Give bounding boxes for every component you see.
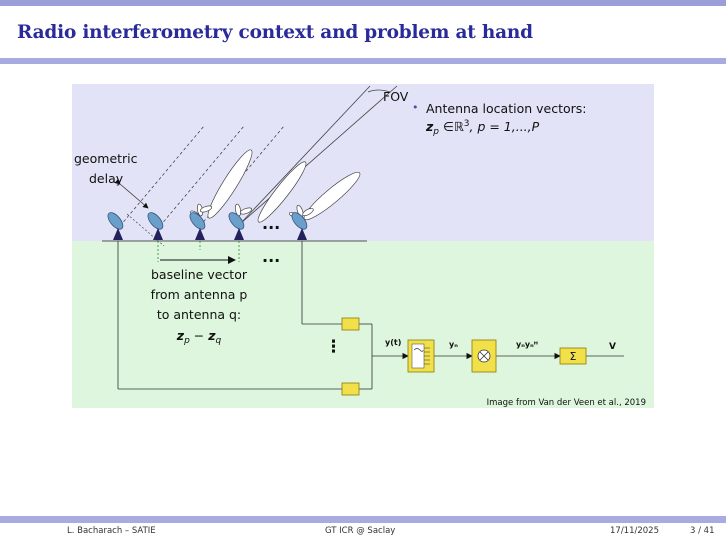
- wavefront-line: [126, 213, 165, 247]
- title-rule: [0, 58, 726, 64]
- baseline-minus: −: [190, 328, 208, 343]
- sky-region: [72, 84, 654, 241]
- baseline-zq-sub: q: [215, 336, 221, 346]
- signal-yn-label: yₙ: [449, 340, 458, 349]
- receiver-box-1: [341, 317, 360, 331]
- ellipsis-vertical: ⋮: [325, 337, 342, 357]
- integrator-box: Σ: [559, 347, 587, 365]
- baseline-zp-sub: p: [183, 336, 190, 346]
- geometric-delay-label-2: delay: [89, 171, 124, 186]
- footer-date: 17/11/2025: [610, 526, 659, 536]
- baseline-zq: z: [207, 328, 216, 343]
- footer-author: L. Bacharach – SATIE: [67, 526, 156, 536]
- bullet-marker: •: [412, 101, 419, 114]
- ellipsis-mid: ...: [262, 247, 280, 266]
- antenna-5: [291, 212, 308, 240]
- receiver-box-2: [341, 382, 360, 396]
- sum-symbol: Σ: [570, 350, 577, 363]
- antenna-1: [107, 212, 124, 240]
- bullet-in-reals: ∈ℝ: [439, 119, 464, 134]
- image-credit: Image from Van der Veen et al., 2019: [487, 398, 646, 408]
- baseline-drops: [157, 241, 240, 262]
- fov-label: FOV: [383, 89, 409, 104]
- baseline-zp: z: [176, 328, 185, 343]
- signal-wires: [117, 241, 624, 390]
- fov-lines: [239, 85, 398, 225]
- bullet-z-symbol: z: [425, 119, 434, 134]
- footer-page-number: 3 / 41: [690, 526, 715, 536]
- antenna-array: [107, 212, 308, 240]
- bullet-superscript: 3: [464, 119, 470, 129]
- signal-y-t-label: y(t): [385, 338, 401, 347]
- sampler-box: [407, 339, 435, 373]
- ellipsis-top: ...: [262, 214, 280, 233]
- footer-rule: [0, 516, 726, 523]
- fov-arc: [367, 89, 391, 93]
- ground-region: [72, 241, 654, 408]
- bullet-index-range: , p = 1,...,P: [470, 119, 540, 134]
- geometric-delay-label-1: geometric: [74, 151, 138, 166]
- beam-lobes: [190, 149, 361, 223]
- signal-ynynh-label: yₙyₙᴴ: [516, 340, 538, 349]
- footer: L. Bacharach – SATIE GT ICR @ Saclay 17/…: [0, 523, 726, 544]
- bullet-line-2: zp ∈ℝ3, p = 1,...,P: [425, 119, 540, 137]
- bullet-z-subscript: p: [432, 127, 439, 137]
- antenna-3: [189, 212, 206, 240]
- bullet-line-1: Antenna location vectors:: [426, 101, 587, 116]
- baseline-label-3: to antenna q:: [157, 307, 241, 322]
- interferometry-figure: Σ FOV • Antenna location vectors: zp ∈ℝ3…: [72, 84, 654, 408]
- baseline-label-1: baseline vector: [151, 267, 248, 282]
- header-top-bar: [0, 0, 726, 6]
- antenna-2: [147, 212, 164, 240]
- baseline-label-2: from antenna p: [151, 287, 248, 302]
- correlator-box: [471, 339, 497, 373]
- antenna-4: [228, 212, 245, 240]
- footer-event: GT ICR @ Saclay: [325, 526, 396, 536]
- baseline-label-4: zp − zq: [176, 328, 222, 346]
- slide-title: Radio interferometry context and problem…: [17, 22, 533, 43]
- geometric-delay-arrow: [114, 178, 149, 209]
- output-v-label: V: [609, 342, 616, 352]
